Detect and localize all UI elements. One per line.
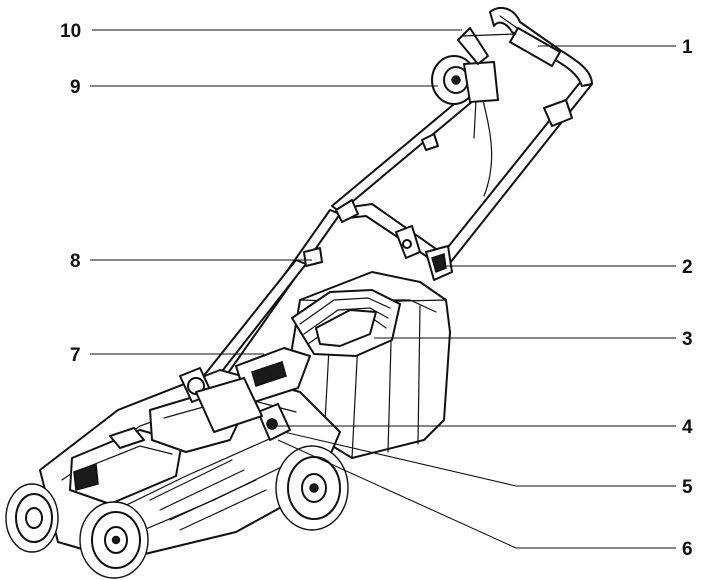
callout-1: 1 <box>682 37 693 58</box>
leader-lines <box>90 29 676 549</box>
callout-4: 4 <box>682 417 693 438</box>
callout-labels: 1 2 3 4 5 6 7 8 9 10 <box>60 21 693 560</box>
callout-6: 6 <box>682 539 693 560</box>
grass-box <box>289 271 451 459</box>
leader-6 <box>277 439 676 549</box>
callout-7: 7 <box>70 345 81 366</box>
front-wheel-right <box>79 501 149 579</box>
front-wheel-left <box>5 483 59 553</box>
callout-9: 9 <box>70 77 81 98</box>
callout-2: 2 <box>682 257 693 278</box>
leader-5 <box>283 431 676 487</box>
handle-frame <box>201 6 593 385</box>
callout-8: 8 <box>70 251 81 272</box>
callout-5: 5 <box>682 477 693 498</box>
callout-3: 3 <box>682 329 693 350</box>
callout-10: 10 <box>60 21 81 42</box>
rear-wheel-right <box>275 445 349 531</box>
motor-deck <box>39 347 341 561</box>
switch-box <box>431 27 517 105</box>
